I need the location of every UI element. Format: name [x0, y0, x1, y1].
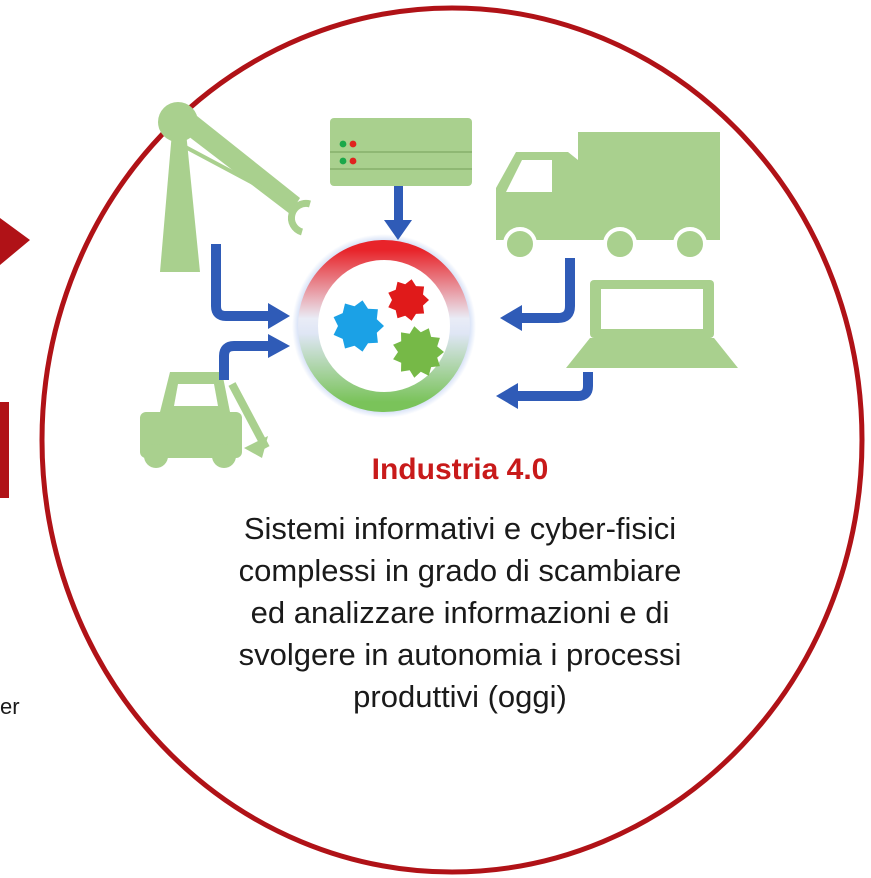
- truck-icon: [496, 132, 720, 261]
- description-line: produttivi (oggi): [353, 679, 567, 714]
- arrow-from-server: [384, 186, 412, 240]
- laptop-icon: [566, 280, 738, 368]
- crane-icon: [158, 102, 311, 272]
- flow-arrows: [211, 186, 593, 409]
- arrow-from-laptop: [496, 372, 593, 409]
- arrow-from-truck: [500, 258, 575, 331]
- description-line: ed analizzare informazioni e di: [250, 595, 670, 630]
- circle-title: Industria 4.0: [371, 453, 549, 486]
- gear-green-icon: [393, 326, 444, 378]
- excavator-icon: [140, 372, 270, 468]
- gear-blue-icon: [333, 300, 384, 352]
- gears-hub-icon: [292, 234, 476, 418]
- description-line: svolgere in autonomia i processi: [238, 637, 682, 672]
- gear-red-icon: [388, 279, 429, 321]
- server-icon: [330, 118, 472, 186]
- circle-description: Sistemi informativi e cyber-fisici compl…: [130, 508, 790, 718]
- description-line: complessi in grado di scambiare: [238, 553, 682, 588]
- description-line: Sistemi informativi e cyber-fisici: [243, 511, 677, 546]
- arrow-from-crane: [211, 244, 290, 329]
- left-edge-fragment: [0, 402, 9, 498]
- arrow-from-excavator: [219, 334, 290, 380]
- left-text-fragment: er: [0, 694, 20, 719]
- left-arrow-tip: [0, 218, 30, 265]
- industria-circle: [39, 5, 865, 875]
